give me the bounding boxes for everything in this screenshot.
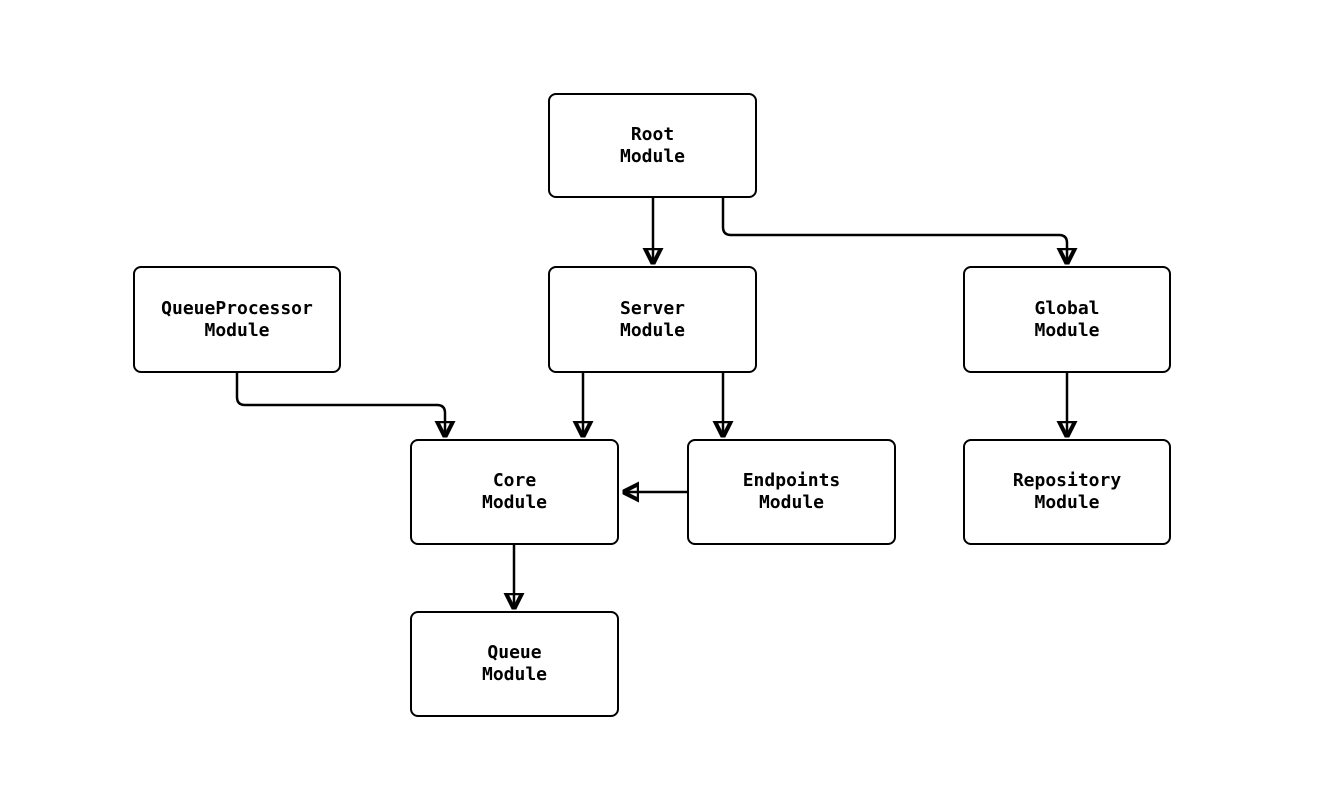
node-server-module: Server Module — [548, 266, 757, 373]
node-endpoints-module: Endpoints Module — [687, 439, 896, 545]
node-root-module: Root Module — [548, 93, 757, 198]
edge-root-to-global — [721, 198, 1067, 262]
node-core-module: Core Module — [410, 439, 619, 545]
node-core-module-label: Core Module — [481, 470, 548, 513]
node-global-module-label: Global Module — [1034, 297, 1100, 341]
node-root-module-label: Root Module — [619, 123, 686, 167]
node-repository-module: Repository Module — [963, 439, 1171, 545]
node-queueprocessor-module: QueueProcessor Module — [133, 266, 341, 373]
edge-queueprocessor-to-core — [235, 373, 445, 435]
node-queue-module: Queue Module — [410, 611, 619, 717]
node-global-module: Global Module — [963, 266, 1171, 373]
node-queueprocessor-module-label: QueueProcessor Module — [161, 297, 313, 341]
node-queue-module-label: Queue Module — [481, 642, 548, 685]
node-repository-module-label: Repository Module — [1012, 470, 1122, 513]
node-endpoints-module-label: Endpoints Module — [742, 470, 841, 513]
node-server-module-label: Server Module — [619, 297, 686, 341]
